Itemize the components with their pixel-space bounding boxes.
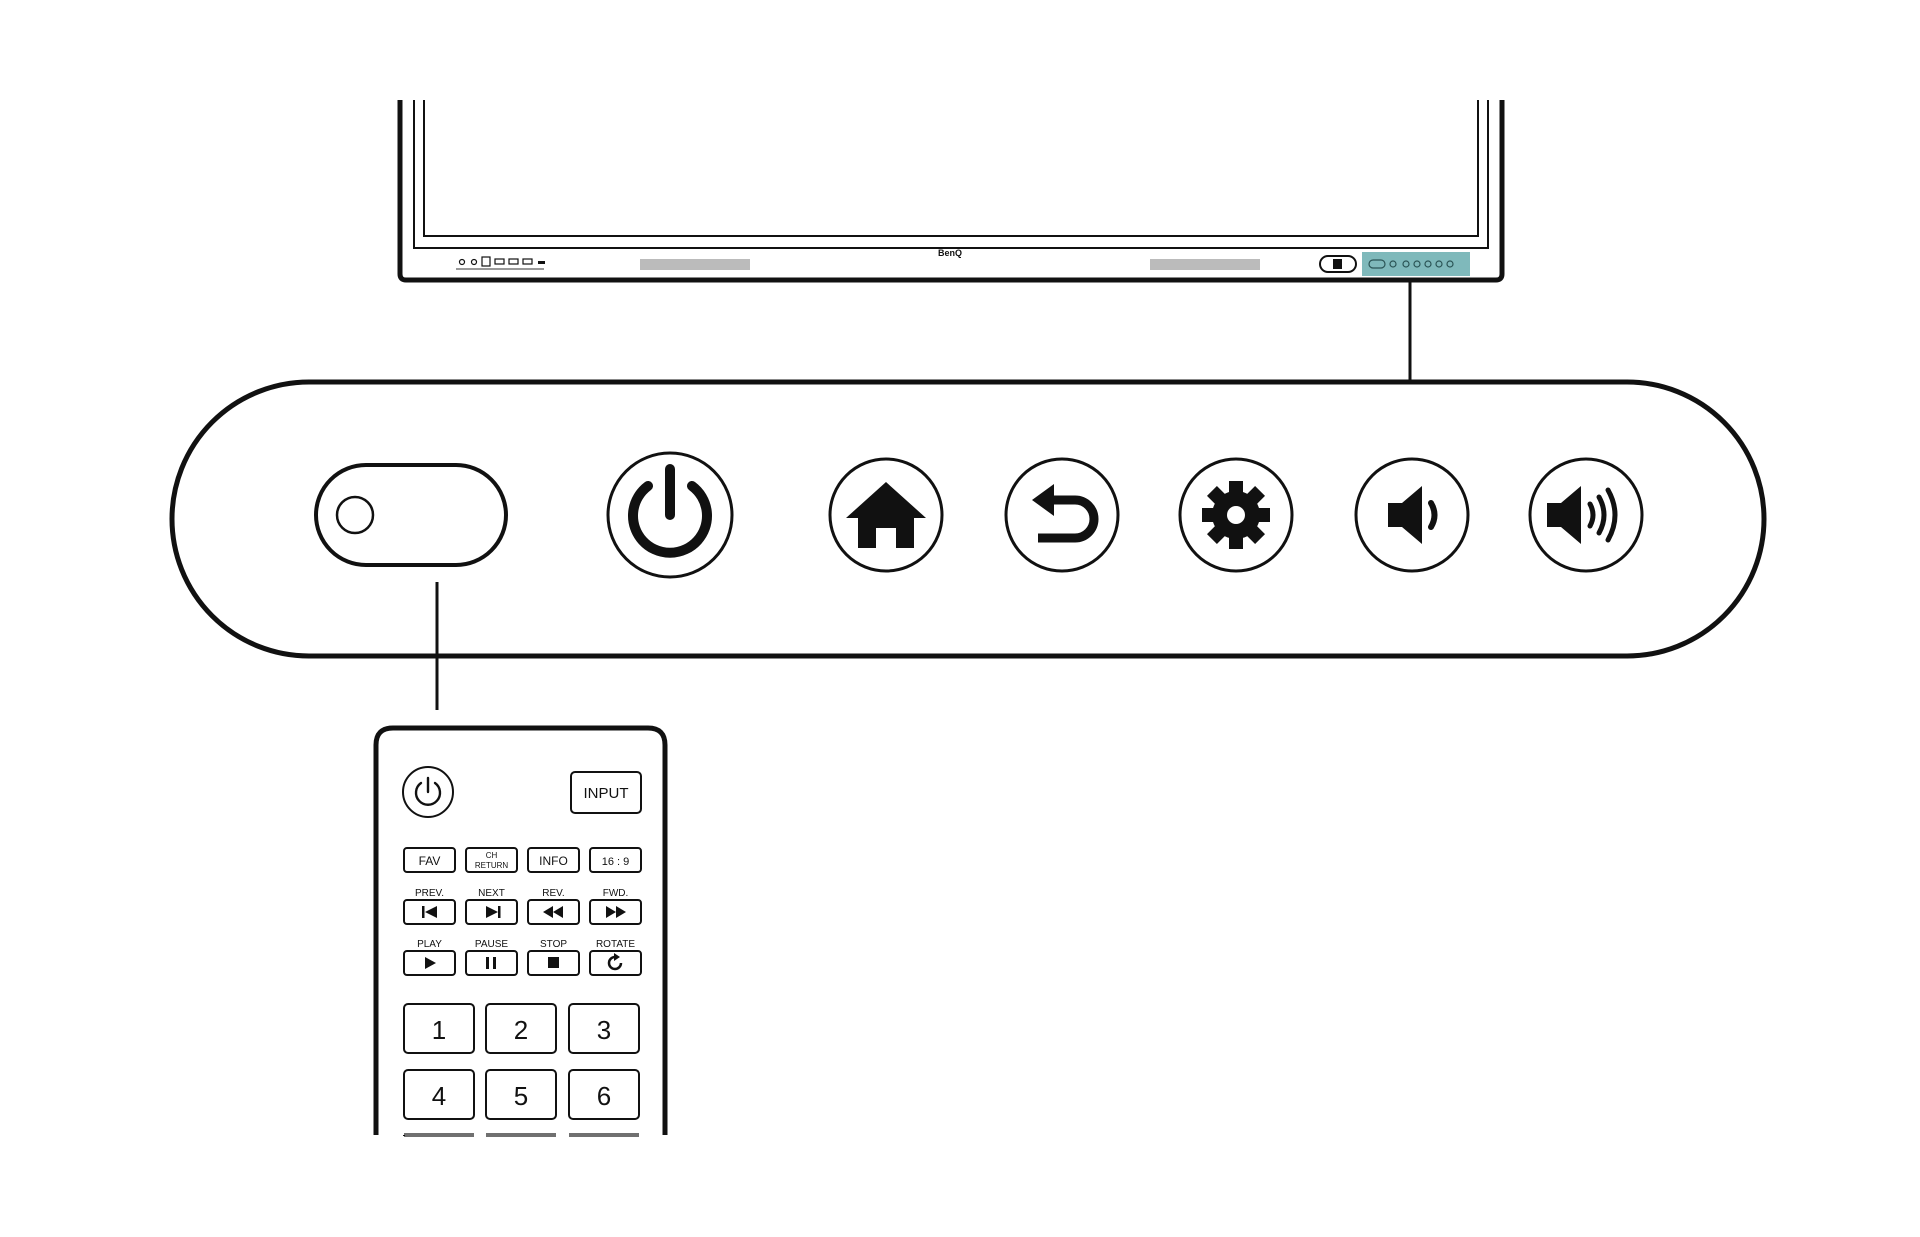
aspect-ratio-button[interactable]: 16 : 9: [589, 847, 642, 873]
power-button[interactable]: [606, 451, 734, 579]
side-ports: [456, 256, 545, 270]
rotate-label: ROTATE: [596, 939, 635, 950]
skip-forward-icon: [486, 906, 501, 918]
speaker-low-icon: [1388, 486, 1438, 544]
volume-up-button[interactable]: [1528, 457, 1644, 573]
rev-button[interactable]: [527, 899, 580, 925]
gear-icon: [1202, 481, 1270, 549]
volume-down-button[interactable]: [1354, 457, 1470, 573]
digit-5-button[interactable]: 5: [485, 1069, 557, 1120]
stop-label: STOP: [540, 939, 567, 950]
digit-1-button[interactable]: 1: [403, 1003, 475, 1054]
display-bottom: BenQ: [397, 100, 1505, 283]
front-control-panel: [169, 379, 1767, 659]
digit-5-label: 5: [514, 1081, 528, 1111]
fwd-label: FWD.: [603, 888, 629, 899]
pause-label: PAUSE: [475, 939, 508, 950]
digit-4-label: 4: [432, 1081, 446, 1111]
prev-label: PREV.: [415, 888, 444, 899]
pause-button[interactable]: [465, 950, 518, 976]
nfc-badge: [1319, 255, 1357, 273]
rewind-icon: [543, 906, 563, 918]
ir-sensor: [314, 463, 508, 567]
fwd-button[interactable]: [589, 899, 642, 925]
power-icon: [628, 464, 712, 558]
settings-button[interactable]: [1178, 457, 1294, 573]
remote-input-button[interactable]: INPUT: [570, 771, 642, 814]
ch-return-button[interactable]: CH RETURN: [465, 847, 518, 873]
power-icon: [414, 776, 442, 806]
number-pad: 1 2 3 4 5 6: [403, 1003, 640, 1137]
digit-4-button[interactable]: 4: [403, 1069, 475, 1120]
digit-6-button[interactable]: 6: [568, 1069, 640, 1120]
return-arrow-icon: [1032, 484, 1099, 543]
next-button[interactable]: [465, 899, 518, 925]
digit-3-label: 3: [597, 1015, 611, 1045]
remote-row-function: FAV CH RETURN INFO 16 : 9: [403, 847, 642, 873]
speaker-high-icon: [1547, 486, 1618, 544]
next-label: NEXT: [478, 888, 505, 899]
skip-back-icon: [422, 906, 437, 918]
brand-logo: BenQ: [938, 248, 962, 258]
speaker-grille-right: [1150, 259, 1260, 270]
back-button[interactable]: [1004, 457, 1120, 573]
remote-control: INPUT FAV CH RETURN INFO 16 : 9 PREV.: [373, 725, 668, 1137]
play-icon: [425, 957, 436, 969]
fast-forward-icon: [606, 906, 626, 918]
play-button[interactable]: [403, 950, 456, 976]
digit-2-button[interactable]: 2: [485, 1003, 557, 1054]
aspect-ratio-label: 16 : 9: [602, 856, 630, 868]
stop-icon: [548, 957, 559, 968]
remote-power-button[interactable]: [402, 766, 454, 818]
rotate-icon: [607, 953, 623, 971]
prev-button[interactable]: [403, 899, 456, 925]
speaker-grille-left: [640, 259, 750, 270]
digit-6-label: 6: [597, 1081, 611, 1111]
ch-return-label-2: RETURN: [475, 861, 509, 870]
rev-label: REV.: [542, 888, 564, 899]
stop-button[interactable]: [527, 950, 580, 976]
input-label: INPUT: [584, 785, 629, 802]
info-label: INFO: [539, 854, 568, 868]
digit-1-label: 1: [432, 1015, 446, 1045]
info-button[interactable]: INFO: [527, 847, 580, 873]
home-button[interactable]: [828, 457, 944, 573]
digit-3-button[interactable]: 3: [568, 1003, 640, 1054]
home-icon: [846, 482, 926, 548]
fav-label: FAV: [419, 854, 441, 868]
digit-2-label: 2: [514, 1015, 528, 1045]
highlighted-control-strip: [1362, 252, 1470, 276]
rotate-button[interactable]: [589, 950, 642, 976]
fav-button[interactable]: FAV: [403, 847, 456, 873]
pause-icon: [486, 957, 496, 969]
play-label: PLAY: [417, 939, 442, 950]
ch-return-label: CH: [486, 851, 498, 860]
